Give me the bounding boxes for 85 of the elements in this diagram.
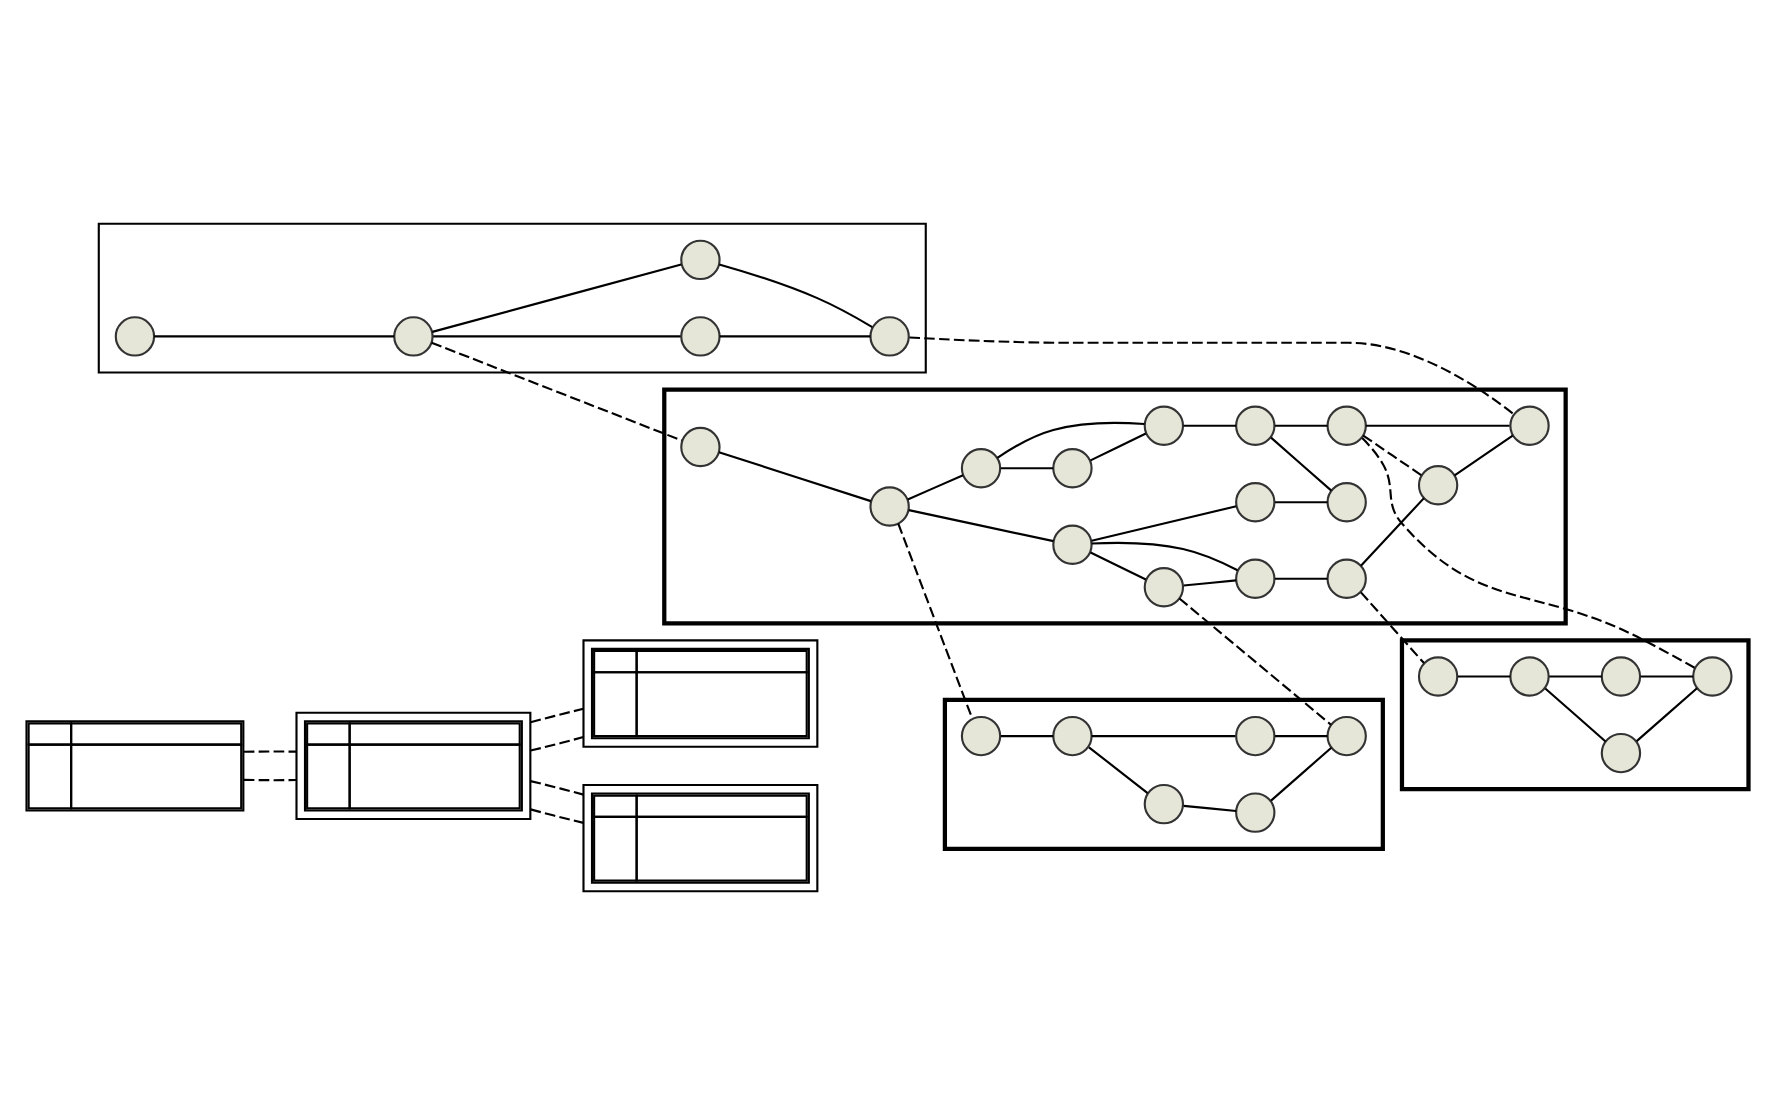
connector [1089,550,1146,580]
connector [1177,596,1331,725]
node-circle [1599,731,1641,773]
node-circle [1508,655,1549,696]
connector [153,334,394,337]
connector [1361,433,1421,476]
connector [1274,576,1327,579]
connector [1360,436,1695,668]
connector [1182,578,1236,586]
connector [1635,686,1697,741]
connector [1364,423,1509,426]
connector [1453,433,1513,476]
connector [1274,500,1327,503]
node-table [294,710,531,820]
connector [1090,504,1236,541]
node-circle [868,485,909,526]
connector [1269,435,1332,491]
node-circle [1599,655,1641,696]
connector [242,749,296,752]
connector [529,735,583,751]
connector [1548,674,1601,677]
connector [907,508,1053,542]
node-circle [1325,404,1366,445]
connector [1543,686,1606,742]
node-circle [1142,404,1184,445]
node-circle [392,315,433,356]
cluster [941,696,1384,850]
node-circle [1051,523,1092,564]
connector [529,779,583,795]
node-table [581,782,818,892]
node-circle [1325,481,1366,522]
connector [1274,734,1327,737]
node-circle [1234,404,1275,445]
connector [1090,734,1235,737]
connector [1456,674,1510,677]
cluster [1398,637,1750,791]
connector [242,777,296,781]
node-circle [1234,481,1275,522]
node-circle [959,714,1001,756]
connector [999,466,1053,469]
connector [529,807,583,823]
node-circle [1691,655,1732,696]
connector [1639,674,1693,677]
node-circle [1508,404,1549,445]
node-table [581,638,818,747]
connector [1359,590,1424,663]
node-circle [1051,714,1092,756]
node-circle [868,315,909,356]
node-circle [679,238,720,280]
node-circle [113,315,155,356]
connector [1359,496,1424,566]
node-circle [1234,557,1275,598]
connector [432,334,680,337]
connector [1182,423,1236,426]
connector [529,706,583,723]
connector [717,262,872,327]
connector [1087,745,1148,793]
connector [906,473,963,500]
connector [908,335,1514,414]
node-circle [1234,791,1275,832]
cluster [661,386,1567,625]
node-circle [1142,566,1184,607]
node-circle [1416,655,1458,696]
node-circle [1234,714,1275,756]
connector [999,734,1053,737]
node-circle [1051,447,1092,488]
node-circle [1325,557,1366,598]
connector [896,522,973,718]
connector [995,420,1144,458]
connector [430,340,682,441]
connector [1269,745,1332,801]
connector [717,450,871,502]
connector [431,262,681,332]
node-circle [1142,782,1184,824]
node-circle [1416,464,1458,505]
node-circle [1325,714,1366,756]
node-circle [959,447,1001,488]
cluster [96,221,926,373]
connector [1274,423,1327,426]
connector [1089,431,1146,461]
node-circle [679,315,720,356]
connector [1182,803,1236,811]
node-circle [679,425,720,467]
connector [718,334,870,337]
connector [1090,540,1238,571]
